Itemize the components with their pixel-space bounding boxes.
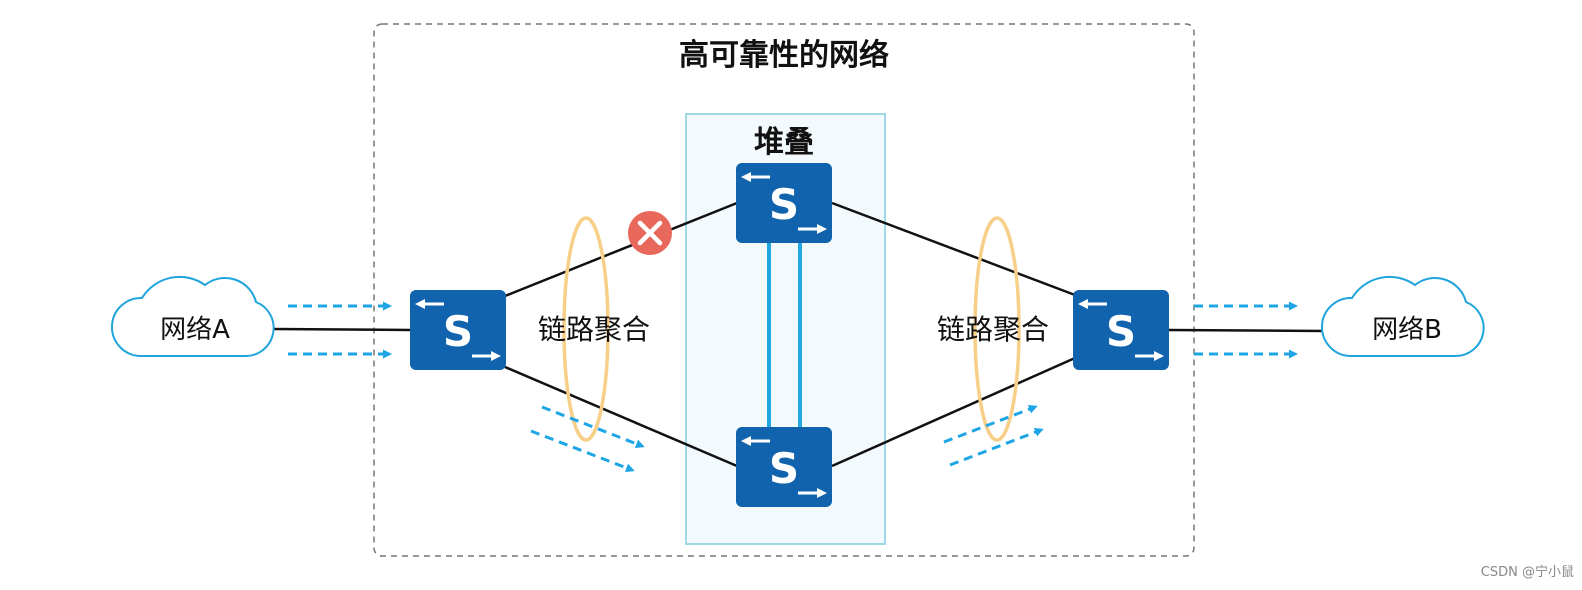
switch-icon-stack-bottom: S bbox=[736, 427, 832, 507]
close-circle-icon bbox=[628, 211, 672, 255]
link-network-a bbox=[273, 327, 412, 332]
traffic-arrows bbox=[288, 301, 1298, 473]
switch-icon-stack-top: S bbox=[736, 163, 832, 243]
stack-label: 堆叠 bbox=[754, 125, 814, 160]
aggregation-label-left: 链路聚合 bbox=[538, 313, 650, 346]
diagram-title: 高可靠性的网络 bbox=[679, 38, 889, 73]
link-left-to-bottom bbox=[504, 365, 738, 468]
traffic-arrow bbox=[530, 429, 635, 473]
switch-glyph: S bbox=[769, 444, 799, 493]
traffic-arrow bbox=[541, 405, 645, 449]
watermark: CSDN @宁小鼠 bbox=[1481, 564, 1574, 580]
reliable-network-frame bbox=[373, 23, 1195, 557]
switch-glyph: S bbox=[443, 307, 473, 356]
link-left-to-top bbox=[504, 201, 738, 298]
aggregation-label-right: 链路聚合 bbox=[937, 313, 1049, 346]
aggregation-ring-left bbox=[562, 216, 610, 442]
switch-glyph: S bbox=[1106, 307, 1136, 356]
switch-icon-left: S bbox=[410, 290, 506, 370]
link-bottom-to-right bbox=[831, 356, 1076, 468]
traffic-arrow bbox=[949, 427, 1044, 467]
link-network-b bbox=[1167, 328, 1326, 333]
cloud-icon bbox=[111, 275, 275, 358]
cloud-icon bbox=[1321, 275, 1485, 358]
traffic-arrow bbox=[943, 404, 1038, 444]
switch-glyph: S bbox=[769, 180, 799, 229]
network-b-label: 网络B bbox=[1372, 315, 1442, 345]
network-a-label: 网络A bbox=[160, 315, 230, 345]
link-top-to-right bbox=[831, 201, 1076, 297]
switch-icon-right: S bbox=[1073, 290, 1169, 370]
aggregation-ring-right bbox=[973, 216, 1021, 442]
